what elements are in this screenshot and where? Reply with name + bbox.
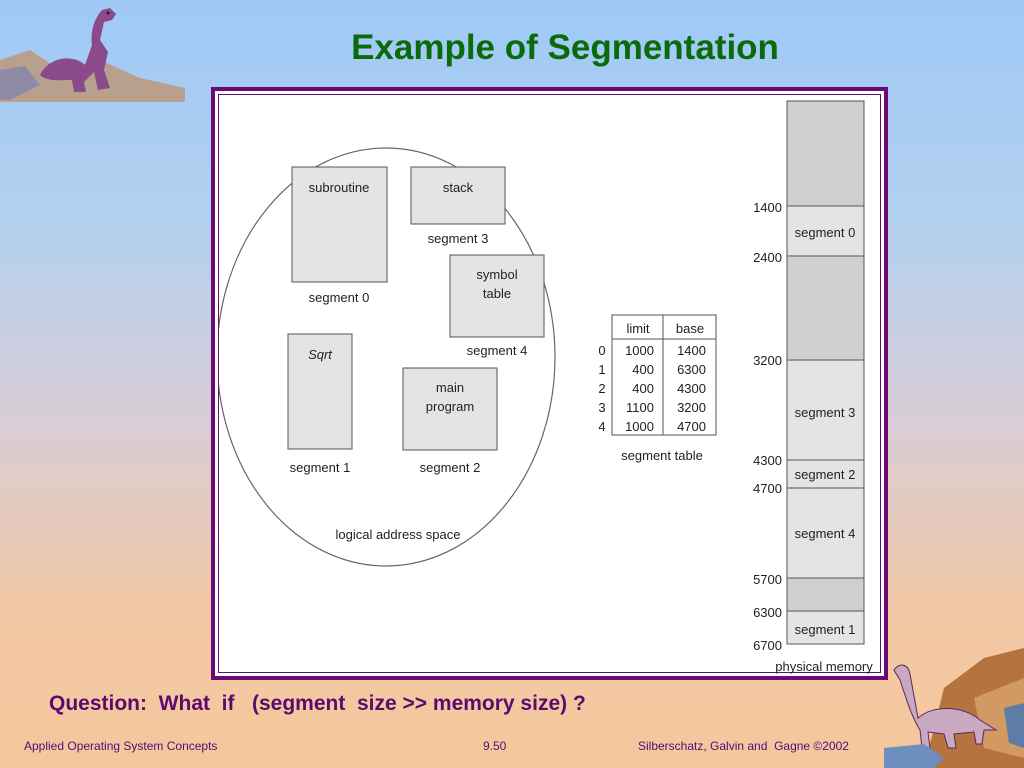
memory-segment-label: segment 3 — [795, 405, 856, 420]
memory-segment-label: segment 4 — [795, 526, 856, 541]
footer-course-title: Applied Operating System Concepts — [24, 739, 218, 753]
memory-segment-0 — [786, 205, 865, 257]
segment-4-label: segment 4 — [467, 343, 528, 358]
segment-table-base: 4700 — [677, 419, 706, 434]
main-program-label-line2: program — [426, 399, 474, 414]
segment-table-limit: 1000 — [625, 343, 654, 358]
segment-table-index: 1 — [598, 362, 605, 377]
physical-memory: segment 0 segment 3 segment 2 segment 4 … — [753, 100, 865, 653]
segment-table-limit: 400 — [632, 362, 654, 377]
memory-segment-label: segment 0 — [795, 225, 856, 240]
sqrt-box — [287, 333, 353, 450]
dinosaur-top-left-icon — [0, 8, 185, 102]
segment-3-label: segment 3 — [428, 231, 489, 246]
subroutine-box — [291, 166, 388, 283]
memory-address-label: 4300 — [753, 453, 782, 468]
footer-copyright: Silberschatz, Galvin and Gagne ©2002 — [638, 739, 849, 753]
memory-address-label: 2400 — [753, 250, 782, 265]
memory-address-label: 4700 — [753, 481, 782, 496]
symbol-table-label-line2: table — [483, 286, 511, 301]
memory-address-label: 6300 — [753, 605, 782, 620]
segment-table-index: 2 — [598, 381, 605, 396]
memory-free-block — [786, 100, 865, 207]
memory-free-block — [786, 577, 865, 612]
segment-table-limit: 1100 — [626, 400, 654, 415]
segment-table-limit: 1000 — [625, 419, 654, 434]
memory-segment-label: segment 2 — [795, 467, 856, 482]
segment-table-index: 4 — [598, 419, 605, 434]
segment-table: limit base 0 1000 1400 1 400 6300 2 400 … — [598, 314, 717, 436]
segment-table-limit: 400 — [632, 381, 654, 396]
segment-table-base: 4300 — [677, 381, 706, 396]
stack-box — [410, 166, 506, 225]
main-program-label-line1: main — [436, 380, 464, 395]
memory-address-label: 5700 — [753, 572, 782, 587]
segment-table-header-base: base — [676, 321, 704, 336]
logical-address-space-caption: logical address space — [335, 527, 460, 542]
symbol-table-box — [449, 254, 545, 338]
segment-table-base: 1400 — [677, 343, 706, 358]
main-program-box — [402, 367, 498, 451]
figure-frame: subroutine segment 0 stack segment 3 sym… — [211, 87, 888, 680]
segment-table-base: 3200 — [677, 400, 706, 415]
dinosaur-bottom-right-icon — [884, 648, 1024, 768]
segmentation-diagram: subroutine segment 0 stack segment 3 sym… — [219, 100, 873, 674]
memory-segment-3 — [786, 359, 865, 461]
logical-address-space-ellipse — [219, 147, 556, 567]
memory-free-block — [786, 255, 865, 361]
sqrt-label: Sqrt — [308, 347, 333, 362]
segment-0-label: segment 0 — [309, 290, 370, 305]
memory-address-label: 1400 — [753, 200, 782, 215]
memory-segment-1 — [786, 610, 865, 645]
segment-2-label: segment 2 — [420, 460, 481, 475]
slide-title: Example of Segmentation — [351, 28, 779, 67]
physical-memory-caption: physical memory — [775, 659, 873, 674]
figure-canvas: subroutine segment 0 stack segment 3 sym… — [218, 94, 881, 674]
segment-table-caption: segment table — [621, 448, 703, 463]
symbol-table-label-line1: symbol — [476, 267, 517, 282]
segment-table-index: 3 — [598, 400, 605, 415]
question-text: Question: What if (segment size >> memor… — [49, 692, 586, 715]
segment-table-base: 6300 — [677, 362, 706, 377]
memory-address-label: 6700 — [753, 638, 782, 653]
footer-page-number: 9.50 — [483, 739, 507, 753]
memory-segment-2 — [786, 459, 865, 489]
segment-table-header-limit: limit — [626, 321, 649, 336]
stack-label: stack — [443, 180, 474, 195]
segment-1-label: segment 1 — [290, 460, 351, 475]
segment-table-index: 0 — [598, 343, 605, 358]
memory-address-label: 3200 — [753, 353, 782, 368]
memory-segment-label: segment 1 — [795, 622, 856, 637]
subroutine-label: subroutine — [309, 180, 370, 195]
